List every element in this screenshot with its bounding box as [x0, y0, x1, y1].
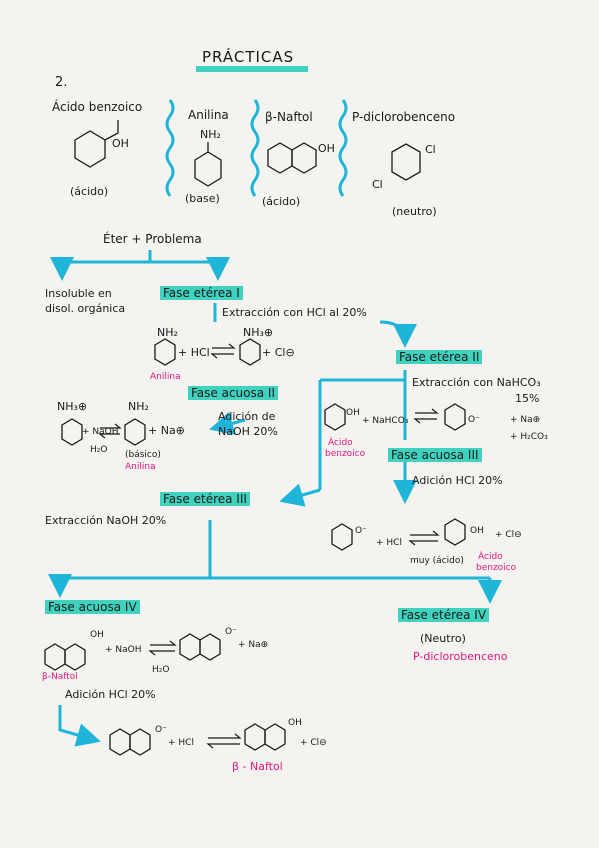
eq4-hcl: + HCl [376, 538, 402, 548]
eq6-oh: OH [288, 718, 302, 728]
eq5-naftol: β-Naftol [42, 672, 78, 682]
step-hcl: Extracción con HCl al 20% [222, 306, 367, 319]
eq2-na: + Na⊕ [148, 424, 185, 437]
eq3-oh: OH [346, 408, 360, 418]
compound-type: (ácido) [262, 195, 301, 208]
fase-acuosa-4: Fase acuosa IV [45, 600, 140, 614]
fase-acuosa-3: Fase acuosa III [388, 448, 482, 462]
eq3-benzoico: benzoico [325, 449, 366, 459]
fase-eterea-4: Fase etérea IV [398, 608, 490, 622]
fase-acuosa-2: Fase acuosa II [188, 386, 278, 400]
compound-group: Cl [425, 143, 436, 156]
fase-eterea-3: Fase etérea III [160, 492, 250, 506]
eq1-cl: + Cl⊖ [262, 346, 295, 359]
eq4-cl: + Cl⊖ [495, 530, 522, 540]
eq3-na: + Na⊕ [510, 415, 541, 425]
eq3-acido: Ácido [328, 438, 353, 448]
step-nahco3-pct: 15% [515, 392, 540, 405]
eq3-nahco3: + NaHCO₃ [362, 416, 409, 426]
eq1-nh3: NH₃⊕ [243, 326, 274, 339]
eq6-cl: + Cl⊖ [300, 738, 327, 748]
compound-type: (ácido) [70, 185, 109, 198]
step-naoh-2: NaOH 20% [218, 425, 278, 438]
compound-type: (base) [185, 192, 220, 205]
page-title: PRÁCTICAS [202, 48, 295, 66]
eq4-muy: muy (ácido) [410, 556, 464, 566]
eq5-o: O⁻ [225, 627, 237, 637]
compound-type: (neutro) [392, 205, 437, 218]
eq5-na: + Na⊕ [238, 640, 269, 650]
eq2-basico: (básico) [125, 450, 161, 460]
neutro-label: (Neutro) [420, 632, 466, 645]
eq1-anilina: Anilina [150, 372, 181, 382]
step-hcl-3: Adición HCl 20% [65, 688, 156, 701]
step-hcl-2: Adición HCl 20% [412, 474, 503, 487]
eq2-nh3: NH₃⊕ [57, 400, 88, 413]
step-nahco3: Extracción con NaHCO₃ [412, 376, 541, 389]
pdcb-label: P-diclorobenceno [413, 650, 508, 663]
eq2-h2o: H₂O [90, 445, 108, 455]
eq2-naoh: + NaOH [82, 427, 119, 437]
eq3-o: O⁻ [468, 415, 480, 425]
eq1-nh2: NH₂ [157, 326, 178, 339]
compound-group: Cl [372, 178, 383, 191]
section-number: 2. [55, 75, 68, 90]
eq4-benzoico: benzoico [476, 563, 517, 573]
eq4-acido: Ácido [478, 552, 503, 562]
insoluble-line1: Insoluble en [45, 287, 112, 300]
compound-name: Ácido benzoico [52, 100, 143, 114]
eq6-hcl: + HCl [168, 738, 194, 748]
eq1-hcl: + HCl [178, 346, 210, 359]
eq5-h2o: H₂O [152, 665, 170, 675]
compound-group: NH₂ [200, 128, 221, 141]
fase-eterea-2: Fase etérea II [396, 350, 483, 364]
start-label: Éter + Problema [103, 232, 202, 246]
structures [44, 120, 466, 756]
wavy-separator [165, 99, 175, 197]
title-underline [196, 66, 308, 72]
eq3-h2co3: + H₂CO₃ [510, 432, 548, 442]
eq6-o: O⁻ [155, 725, 167, 735]
step-naoh-ext: Extracción NaOH 20% [45, 514, 167, 527]
eq4-oh: OH [470, 526, 484, 536]
compound-name: β-Naftol [265, 110, 313, 124]
fase-eterea-1: Fase etérea I [160, 286, 243, 300]
eq2-nh2: NH₂ [128, 400, 149, 413]
compound-group: OH [112, 137, 129, 150]
wavy-separator [338, 99, 348, 197]
eq5-oh: OH [90, 630, 104, 640]
eq5-naoh: + NaOH [105, 645, 142, 655]
eq4-o: O⁻ [355, 526, 367, 536]
insoluble-line2: disol. orgánica [45, 302, 126, 315]
eq6-naftol: β - Naftol [232, 760, 283, 773]
compound-name: P-diclorobenceno [352, 110, 456, 124]
compound-group: OH [318, 142, 335, 155]
eq2-anilina: Anilina [125, 462, 156, 472]
wavy-separator [250, 99, 260, 197]
equilibrium-arrows [98, 343, 440, 749]
step-naoh-1: Adición de [218, 410, 276, 423]
compound-name: Anilina [188, 108, 229, 122]
